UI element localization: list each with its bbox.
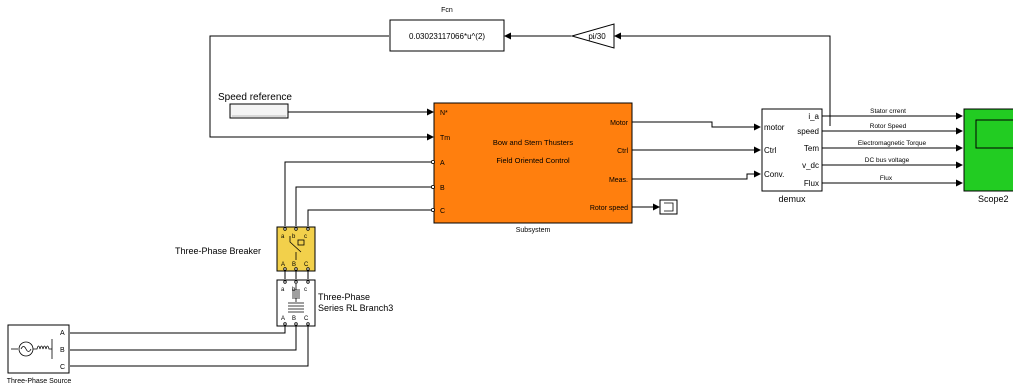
subsystem-line2: Field Oriented Control: [496, 156, 570, 165]
subsystem-port-meas: Meas.: [609, 177, 628, 184]
source-name: Three-Phase Source: [7, 378, 72, 385]
gain-value: pi/30: [588, 32, 606, 41]
speed-reference-label: Speed reference: [218, 92, 292, 103]
terminator-block[interactable]: [659, 199, 678, 215]
rl-port-a-bottom: A: [281, 316, 285, 322]
demux-port-vdc: v_dc: [802, 161, 819, 170]
scope-block[interactable]: Scope2: [963, 108, 1013, 204]
rl-name-line1: Three-Phase: [318, 292, 370, 302]
subsystem-port-n: N*: [440, 110, 448, 117]
phase-b-line: [295, 186, 432, 226]
speed-reference-block[interactable]: Speed reference: [218, 92, 292, 119]
source-port-a: A: [60, 330, 65, 337]
demux-port-ctrl: Ctrl: [764, 146, 777, 155]
phase-a-line: [284, 161, 432, 226]
breaker-name: Three-Phase Breaker: [175, 246, 261, 256]
subsystem-port-c: C: [440, 208, 445, 215]
demux-port-tem: Tem: [804, 144, 819, 153]
subsystem-port-tm: Tm: [440, 135, 450, 142]
motor-line: [632, 121, 761, 131]
demux-block[interactable]: motor Ctrl Conv. i_a speed Tem v_dc Flux…: [761, 108, 823, 204]
rl-port-c-bottom: C: [304, 316, 309, 322]
rl-source-line-c: [70, 326, 309, 367]
breaker-switch-icon: [283, 227, 310, 271]
breaker-port-b-top: b: [292, 234, 296, 240]
fcn-to-tm-line: [209, 35, 434, 141]
gain-block[interactable]: pi/30: [570, 23, 615, 49]
rl-source-line-a: [70, 326, 286, 334]
signal-label-flux: Flux: [880, 175, 893, 182]
breaker-port-a-top: a: [281, 234, 285, 240]
fcn-title: Fcn: [441, 7, 453, 14]
breaker-block[interactable]: a b c A B C: [276, 226, 316, 272]
rl-port-a-top: a: [281, 287, 285, 293]
demux-port-motor: motor: [764, 123, 785, 132]
signal-label-torque: Electromagnetic Torque: [858, 140, 927, 147]
subsystem-name: Subsystem: [516, 227, 551, 234]
rl-source-line-b: [70, 326, 297, 351]
phase-c-line: [307, 209, 432, 226]
breaker-port-b-bottom: B: [292, 262, 296, 268]
demux-port-speed: speed: [797, 127, 819, 136]
source-port-b: B: [60, 347, 65, 354]
rl-port-b-top: b: [292, 287, 296, 293]
demux-port-conv: Conv.: [764, 170, 784, 179]
demux-port-ia: i_a: [808, 112, 819, 121]
subsystem-port-motor: Motor: [610, 120, 629, 127]
subsystem-port-rotor-speed: Rotor speed: [590, 205, 628, 212]
demux-name: demux: [778, 194, 806, 204]
subsystem-port-a: A: [440, 160, 445, 167]
signal-label-stator-current: Stator crrent: [870, 108, 906, 115]
subsystem-block[interactable]: Bow and Stern Thusters Field Oriented Co…: [430, 102, 633, 234]
ac-source-icon: [11, 339, 53, 359]
rl-port-b-bottom: B: [292, 316, 296, 322]
subsystem-body: [433, 102, 633, 224]
speed-to-gain-line: [614, 32, 831, 126]
subsystem-port-ctrl: Ctrl: [617, 148, 628, 155]
source-block[interactable]: A B C: [7, 324, 70, 374]
signal-lines: [70, 32, 963, 367]
subsystem-port-b: B: [440, 185, 445, 192]
rl-port-c-top: c: [304, 287, 307, 293]
rl-coil-icon: [283, 280, 310, 326]
breaker-port-a-bottom: A: [281, 262, 285, 268]
fcn-block[interactable]: Fcn 0.03023117066*u^(2): [389, 7, 505, 52]
demux-port-flux: Flux: [804, 179, 819, 188]
rl-name-line2: Series RL Branch3: [318, 303, 393, 313]
rl-branch-block[interactable]: a b c A B C: [276, 279, 316, 327]
meas-line: [632, 170, 761, 180]
breaker-port-c-top: c: [304, 234, 307, 240]
scope-name: Scope2: [978, 194, 1009, 204]
subsystem-line1: Bow and Stern Thusters: [493, 138, 574, 147]
fcn-expression: 0.03023117066*u^(2): [409, 32, 485, 41]
signal-label-dc-bus: DC bus voltage: [865, 157, 910, 164]
signal-label-rotor-speed: Rotor Speed: [870, 123, 907, 130]
source-port-c: C: [60, 364, 65, 371]
breaker-port-c-bottom: C: [304, 262, 309, 268]
